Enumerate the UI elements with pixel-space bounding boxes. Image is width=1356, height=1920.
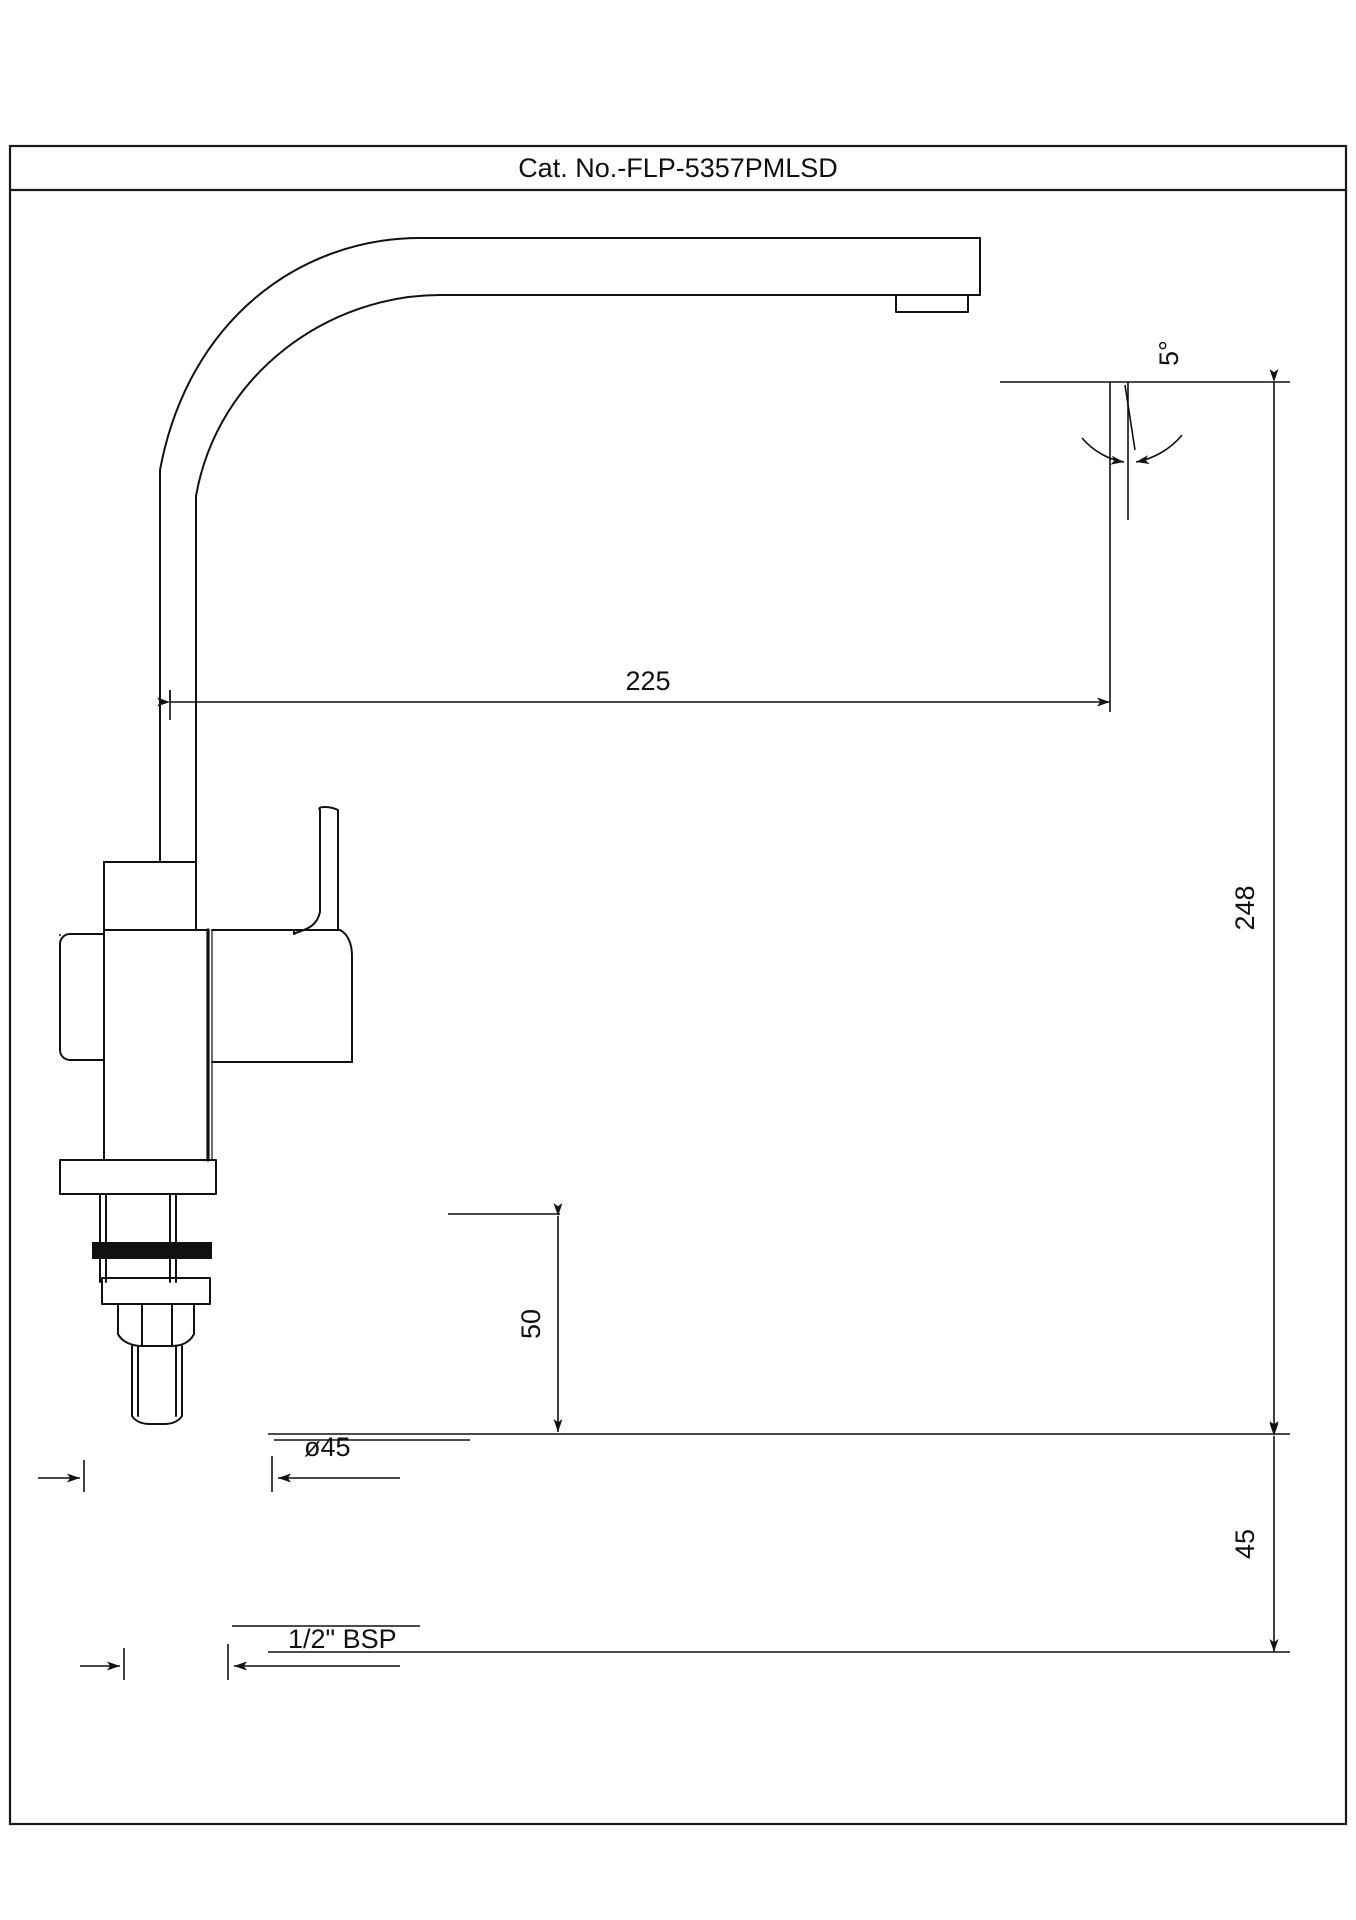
spout-inner-curve <box>195 294 981 863</box>
dimension-label-outlet-angle: 5° <box>1154 340 1184 366</box>
dimension-overall-height: 248 <box>268 369 1290 1435</box>
dimension-handle-height: 50 <box>448 1203 563 1432</box>
dimension-thread-size: 1/2" BSP <box>227 1624 420 1680</box>
angle-arc-left <box>1081 437 1125 465</box>
dimension-label-thread-size: 1/2" BSP <box>288 1624 397 1654</box>
base-flange <box>59 1159 217 1195</box>
spout-aerator <box>895 294 969 313</box>
lever-handle-right <box>318 806 339 931</box>
catalogue-number-title: Cat. No.-FLP-5357PMLSD <box>518 153 838 183</box>
body-left-shoulder-top <box>59 933 105 945</box>
angle-arc-right <box>1135 434 1183 465</box>
inlet-tail-thread <box>131 1345 183 1425</box>
spout-outer-curve <box>159 237 981 863</box>
shank-left-marker <box>38 1460 85 1492</box>
body-left-shoulder-bottom <box>59 1049 105 1061</box>
dimension-lines: 5° 225 248 <box>38 340 1290 1680</box>
dimension-base-diameter: ø45 <box>271 1432 470 1492</box>
dimension-label-shank-length: 45 <box>1230 1529 1260 1559</box>
dimension-spout-reach: 225 <box>157 382 1111 720</box>
sealing-gasket <box>92 1242 212 1259</box>
dimension-outlet-angle: 5° <box>1081 340 1184 520</box>
thread-left-marker <box>80 1648 125 1680</box>
dimension-label-base-diameter: ø45 <box>304 1432 351 1462</box>
faucet-outline <box>59 237 981 1425</box>
dimension-shank-length: 45 <box>268 1423 1290 1653</box>
valve-housing-right <box>339 929 353 1063</box>
dimension-label-handle-height: 50 <box>516 1309 546 1339</box>
dimension-label-overall-height: 248 <box>1230 885 1260 930</box>
angle-slant-line <box>1124 384 1136 451</box>
dimension-label-spout-reach: 225 <box>625 666 670 696</box>
drawing-frame <box>8 144 1348 1826</box>
